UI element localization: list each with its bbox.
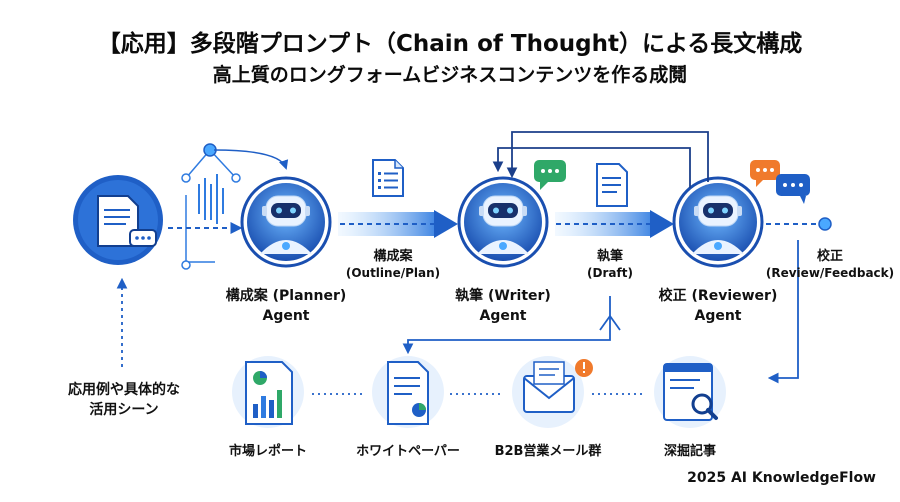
usecase-b2b-email-label: B2B営業メール群 [494, 444, 602, 459]
planner-role: Agent [262, 308, 310, 324]
footer-credit: 2025 AI KnowledgeFlow [687, 470, 876, 486]
writer-robot-icon [457, 176, 549, 268]
output-node-icon [818, 217, 832, 231]
usecase-whitepaper-label: ホワイトペーパー [356, 444, 460, 459]
usecases-title-line1: 応用例や具体的な [68, 382, 180, 398]
draft-edge-label: 執筆 (Draft) [574, 248, 646, 282]
usecases-title-line2: 活用シーン [89, 402, 159, 418]
arrowhead-writer-reviewer [650, 210, 674, 238]
writer-chat-icon [534, 160, 566, 190]
review-sub: (Review/Feedback) [765, 266, 895, 280]
page-subtitle: 高上質のロングフォームビジネスコンテンツを作る成鬩 [212, 64, 688, 86]
draft-label: 執筆 [596, 249, 623, 264]
reviewer-name: 校正 (Reviewer) [658, 288, 778, 304]
reviewer-agent-label: 校正 (Reviewer) Agent [628, 286, 808, 326]
review-label: 校正 [816, 249, 843, 264]
writer-agent-label: 執筆 (Writer) Agent [423, 286, 583, 326]
usecases-title: 応用例や具体的な 活用シーン [44, 380, 204, 420]
reviewer-role: Agent [694, 308, 742, 324]
arrow-reviewer-to-article [767, 240, 799, 384]
arrow-draft-to-usecases [402, 296, 611, 355]
market-report-icon [232, 356, 304, 428]
draft-document-icon [596, 163, 628, 207]
writer-role: Agent [479, 308, 527, 324]
reviewer-robot-icon [672, 176, 764, 268]
reviewer-orange-chat-icon [750, 160, 780, 187]
feedback-loop-outer [506, 131, 709, 182]
usecase-market-report-label: 市場レポート [228, 444, 307, 459]
usecase-deep-article-label: 深掘記事 [663, 444, 716, 459]
outline-label: 構成案 [373, 249, 413, 264]
deep-article-icon [654, 356, 726, 428]
planner-name: 構成案 (Planner) [225, 288, 347, 304]
reviewer-blue-chat-icon [776, 174, 810, 204]
planner-agent-label: 構成案 (Planner) Agent [206, 286, 366, 326]
feedback-loop-inner [492, 147, 691, 188]
outline-edge-label: 構成案 (Outline/Plan) [338, 248, 448, 282]
outline-document-icon [372, 159, 404, 197]
planner-robot-icon [240, 176, 332, 268]
outline-sub: (Outline/Plan) [345, 266, 441, 280]
arrow-to-planner-top [213, 149, 289, 170]
arrowhead-planner-writer [434, 210, 458, 238]
whitepaper-icon [372, 356, 444, 428]
input-document-icon [73, 175, 163, 265]
writer-name: 執筆 (Writer) [455, 288, 551, 304]
arrow-usecases-to-draft [599, 314, 621, 331]
b2b-email-icon [512, 356, 593, 428]
review-edge-label: 校正 (Review/Feedback) [764, 248, 896, 282]
draft-sub: (Draft) [587, 266, 633, 280]
page-title: 【応用】多段階プロンプト（Chain of Thought）による長文構成 [97, 31, 803, 57]
data-stream-icon [198, 174, 224, 224]
